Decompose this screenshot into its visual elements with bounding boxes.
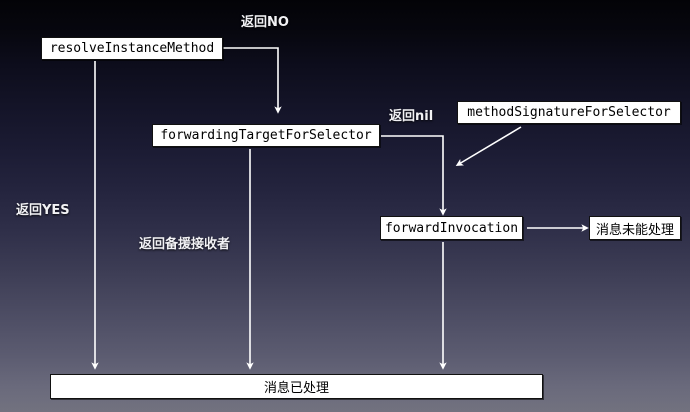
node-method-signature-for-selector: methodSignatureForSelector: [457, 101, 681, 124]
edge-methodsignature-to-forwardingpath: [455, 126, 522, 166]
node-forward-invocation: forwardInvocation: [380, 216, 523, 240]
node-resolve-instance-method: resolveInstanceMethod: [41, 37, 223, 60]
edge-resolve-to-forwardingtarget: [223, 47, 282, 114]
edge-label-return-backup-receiver: 返回备援接收者: [139, 237, 231, 252]
edge-forwardingtarget-to-forwardinvocation: [381, 135, 447, 216]
edge-label-return-yes: 返回YES: [16, 203, 70, 218]
node-forwarding-target-for-selector: forwardingTargetForSelector: [152, 124, 380, 147]
node-message-handled: 消息已处理: [50, 374, 543, 399]
edge-label-return-nil: 返回nil: [389, 109, 434, 124]
edge-label-return-no: 返回NO: [241, 15, 289, 30]
node-message-unhandled: 消息未能处理: [589, 216, 681, 240]
